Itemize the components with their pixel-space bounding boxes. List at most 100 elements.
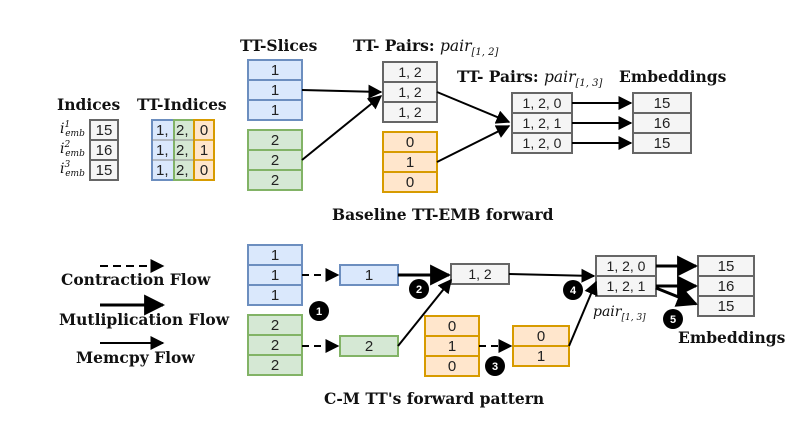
index-value: 15 <box>96 122 113 139</box>
tt-slices-blue-top: 1 1 1 <box>247 59 303 121</box>
badge-4: 4 <box>563 280 583 300</box>
bottom-arrows <box>302 255 699 353</box>
svg-text:5: 5 <box>670 314 676 326</box>
legend-memcpy: Memcpy Flow <box>76 348 195 367</box>
tt-index-a: 1, <box>156 142 169 159</box>
orange-value: 1 <box>448 338 456 355</box>
tt-pairs13-prefix: TT- Pairs: <box>457 67 544 86</box>
slice-value: 1 <box>271 62 279 79</box>
pair12-value: 1, 2 <box>398 104 422 120</box>
legend: Contraction Flow Mutliplication Flow Mem… <box>59 259 230 367</box>
embedding-value: 15 <box>654 135 671 152</box>
slice-value: 2 <box>271 132 279 149</box>
svg-text:1: 1 <box>316 306 322 318</box>
cm-caption: C-M TT's forward pattern <box>324 389 544 408</box>
tt-slices-blue-bottom: 1 1 1 <box>247 244 303 306</box>
pair13-value: 1, 2, 0 <box>523 95 562 111</box>
svg-text:2: 2 <box>416 284 422 296</box>
orange-value: 0 <box>406 174 414 191</box>
baseline-caption: Baseline TT-EMB forward <box>332 205 554 224</box>
slice-value: 2 <box>271 172 279 189</box>
tt-indices-table: 1, 1, 1, 2, 2, 2, 0 1 0 <box>151 119 215 181</box>
arrow-green-to-pair <box>397 278 452 347</box>
arrow-pair-to-pair13 <box>508 268 596 283</box>
pairs13-bottom: 1, 2, 0 1, 2, 1 <box>595 255 657 297</box>
arrow-emb <box>655 286 698 307</box>
pair12-value: 1, 2 <box>398 64 422 80</box>
embedding-value: 15 <box>654 95 671 112</box>
tt-pairs12-top: 1, 2 1, 2 1, 2 <box>382 61 438 123</box>
pair-label-13: pair <box>544 68 577 86</box>
green-single: 2 <box>339 335 399 357</box>
top-arrows <box>301 84 633 163</box>
embeddings-header-bottom: Embeddings <box>678 328 786 347</box>
index-value: 16 <box>96 142 113 159</box>
pair13-bottom-value: 1, 2, 0 <box>607 258 646 274</box>
legend-contraction: Contraction Flow <box>61 270 211 289</box>
arrow-blue-to-pairs12 <box>301 84 383 99</box>
index-value: 15 <box>96 162 113 179</box>
tt-indices-header: TT-Indices <box>137 95 227 114</box>
tt-index-b: 2, <box>176 122 189 139</box>
tt-index-a: 1, <box>156 122 169 139</box>
pair12-value: 1, 2 <box>398 84 422 100</box>
pair13-bottom-label: pair[1, 3] <box>593 304 646 323</box>
arrow-green-to-pairs12 <box>301 95 383 161</box>
slice-value: 2 <box>271 357 279 374</box>
orange-column-bottom: 0 1 0 <box>424 315 480 377</box>
arrow-pairs12-to-pairs13 <box>436 91 511 124</box>
indices-column: 15 16 15 <box>89 119 119 181</box>
pair12-single: 1, 2 <box>450 263 510 285</box>
embedding-value: 16 <box>654 115 671 132</box>
tt-pairs13-header: TT- Pairs: pair[1, 3] <box>457 67 602 89</box>
tt-pairs12-header: TT- Pairs: pair[1, 2] <box>353 36 498 58</box>
orange-value: 0 <box>406 134 414 151</box>
orange-gathered-value: 0 <box>537 328 545 345</box>
embedding-value: 15 <box>718 298 735 315</box>
tt-index-c: 0 <box>200 122 208 139</box>
tt-pairs13-top: 1, 2, 0 1, 2, 1 1, 2, 0 <box>511 92 573 154</box>
badge-3: 3 <box>485 356 505 376</box>
embeddings-top: 15 16 15 <box>632 92 692 154</box>
slice-value: 2 <box>271 152 279 169</box>
slice-value: 1 <box>271 102 279 119</box>
orange-value: 0 <box>448 318 456 335</box>
slice-value: 1 <box>271 287 279 304</box>
slice-value: 1 <box>271 247 279 264</box>
tt-slices-green-top: 2 2 2 <box>247 129 303 191</box>
badge-1: 1 <box>309 301 329 321</box>
orange-value: 0 <box>448 358 456 375</box>
pair12-single-value: 1, 2 <box>468 266 492 282</box>
slice-value: 2 <box>271 337 279 354</box>
pair13-value: 1, 2, 1 <box>523 115 562 131</box>
step-badges: 1 2 3 4 5 <box>309 279 683 376</box>
svg-text:3: 3 <box>492 361 498 373</box>
orange-gathered: 0 1 <box>512 325 570 367</box>
arrow-orange-to-pair13 <box>568 280 598 347</box>
orange-value: 1 <box>406 154 414 171</box>
blue-single-value: 1 <box>365 267 373 284</box>
blue-single: 1 <box>339 264 399 286</box>
embeddings-header-top: Embeddings <box>619 67 727 86</box>
orange-gathered-value: 1 <box>537 348 545 365</box>
green-single-value: 2 <box>365 338 373 355</box>
tt-pairs12-prefix: TT- Pairs: <box>353 36 440 55</box>
tt-slices-green-bottom: 2 2 2 <box>247 314 303 376</box>
tt-slices-header: TT-Slices <box>240 36 318 55</box>
tt-index-b: 2, <box>176 162 189 179</box>
slice-value: 2 <box>271 317 279 334</box>
slice-value: 1 <box>271 267 279 284</box>
pair-sub-12: [1, 2] <box>472 47 499 58</box>
arrow-orange-to-pairs13 <box>436 125 511 163</box>
indices-header: Indices <box>57 95 121 114</box>
embedding-value: 15 <box>718 258 735 275</box>
pair-sub-13: [1, 3] <box>576 78 603 89</box>
svg-text:4: 4 <box>570 285 577 297</box>
pair13-bottom-value: 1, 2, 1 <box>607 278 646 294</box>
badge-5: 5 <box>663 309 683 329</box>
